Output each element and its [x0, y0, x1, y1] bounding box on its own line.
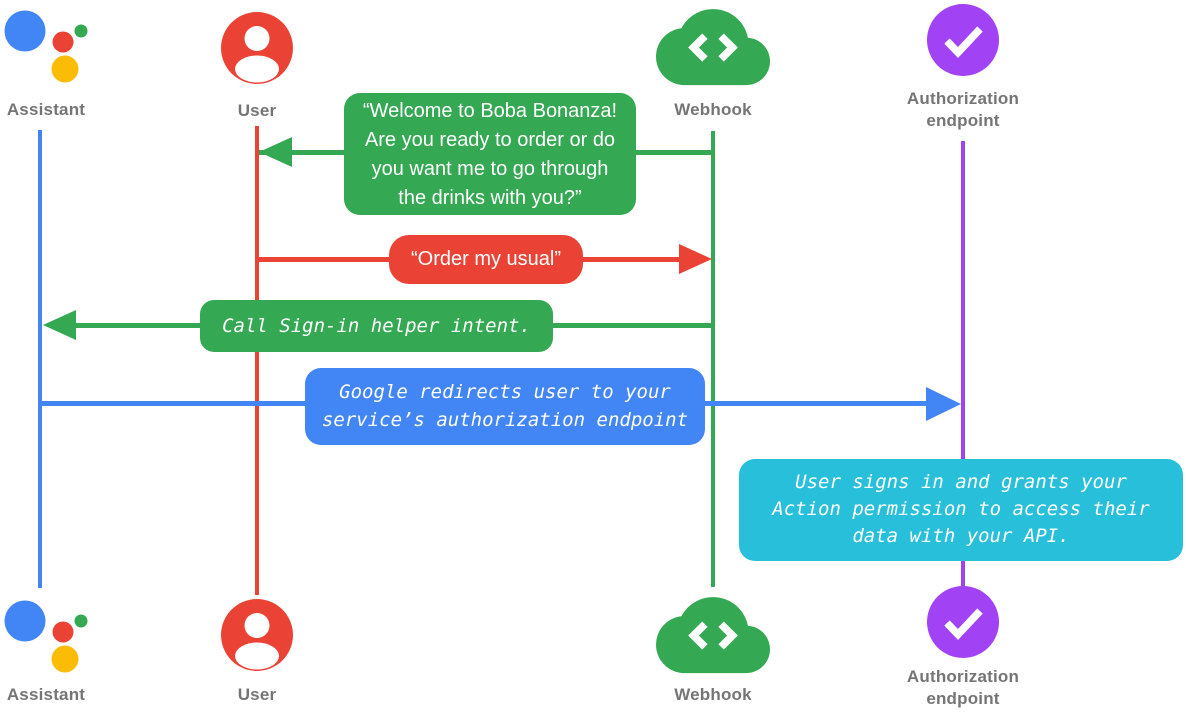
welcome-line-1: “Welcome to Boba Bonanza! — [362, 100, 618, 122]
actor-label-webhook-top: Webhook — [674, 100, 752, 119]
assistant-icon-bottom — [4, 598, 94, 676]
signin-note-box: User signs in and grants your Action per… — [739, 459, 1183, 561]
order-message-bubble: “Order my usual” — [389, 235, 583, 284]
note-line-3: data with your API. — [852, 525, 1070, 547]
actor-label-authorization-bottom: Authorization endpoint — [906, 667, 1020, 708]
authorization-icon — [927, 4, 999, 76]
user-icon-bottom — [221, 599, 293, 671]
webhook-lifeline — [711, 131, 715, 587]
welcome-arrowhead-left-icon — [259, 137, 292, 167]
signin-message-bubble: Call Sign-in helper intent. — [200, 300, 553, 352]
signin-arrowhead-left-icon — [43, 310, 76, 340]
actor-label-assistant-bottom: Assistant — [6, 685, 86, 704]
order-arrowhead-right-icon — [679, 244, 712, 274]
actor-label-user-bottom: User — [237, 685, 277, 704]
authorization-lifeline — [961, 141, 965, 586]
actor-label-user-top: User — [237, 101, 277, 120]
redirect-message-bubble: Google redirects user to your service’s … — [305, 368, 705, 445]
welcome-message-bubble: “Welcome to Boba Bonanza! Are you ready … — [344, 93, 636, 215]
webhook-icon-bottom — [656, 597, 770, 676]
note-line-1: User signs in and grants your — [795, 471, 1127, 493]
actor-label-authorization-top: Authorization endpoint — [906, 89, 1020, 130]
redirect-arrowhead-right-icon — [926, 387, 961, 421]
user-lifeline — [255, 126, 259, 595]
assistant-lifeline — [38, 130, 42, 588]
welcome-line-3: you want me to go through — [371, 158, 609, 180]
welcome-line-4: the drinks with you?” — [398, 187, 582, 209]
redirect-line-1: Google redirects user to your — [339, 381, 671, 403]
actor-label-assistant-top: Assistant — [6, 100, 86, 119]
authorization-icon-bottom — [927, 586, 999, 658]
actor-label-webhook-bottom: Webhook — [674, 685, 752, 704]
assistant-icon — [4, 8, 94, 86]
note-line-2: Action permission to access their — [772, 498, 1150, 520]
user-icon — [221, 12, 293, 84]
redirect-line-2: service’s authorization endpoint — [321, 409, 689, 431]
webhook-icon — [656, 9, 770, 88]
welcome-line-2: Are you ready to order or do — [364, 129, 616, 151]
